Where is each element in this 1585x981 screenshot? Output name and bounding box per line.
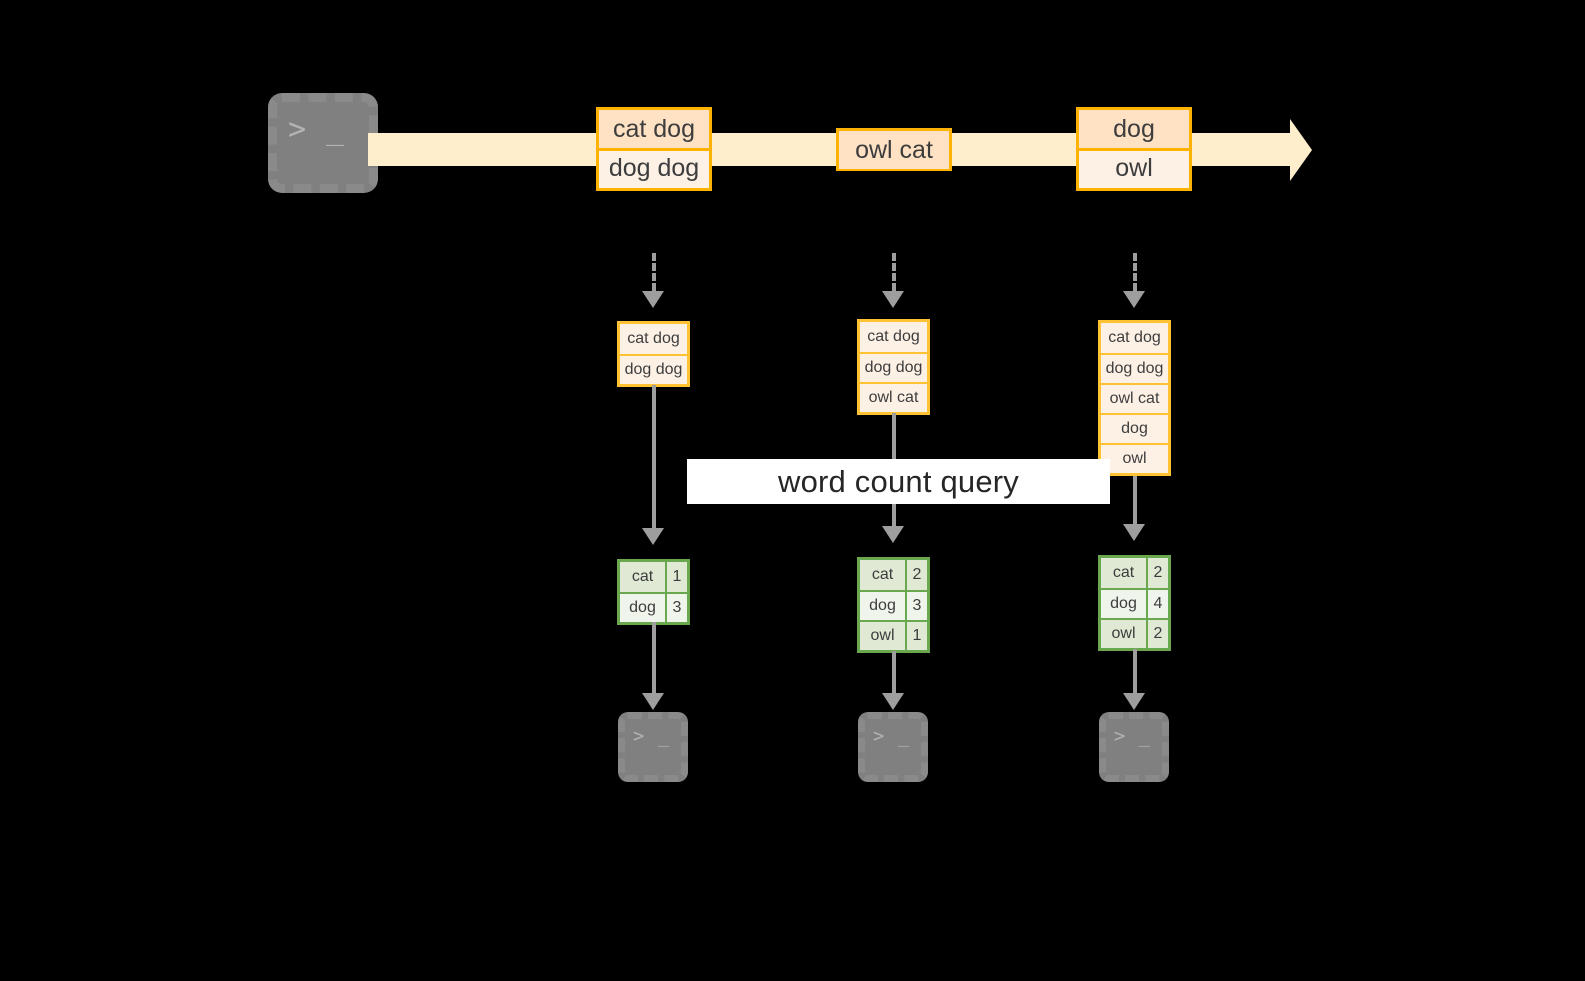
state-stack-2-row-1: cat dog bbox=[867, 328, 920, 345]
connector-arrowhead-1c bbox=[642, 693, 664, 710]
result-word: dog bbox=[860, 592, 905, 620]
stream-batch-1[interactable]: cat dog dog dog bbox=[596, 107, 712, 191]
result-count: 1 bbox=[905, 622, 927, 650]
result-table-1-row-1: cat 1 bbox=[620, 562, 687, 592]
state-stack-3[interactable]: cat dog dog dog owl cat dog owl bbox=[1098, 320, 1171, 476]
terminal-prompt-text: > _ bbox=[632, 724, 671, 747]
connector-arrowhead-2b bbox=[882, 526, 904, 543]
result-table-3-row-1: cat 2 bbox=[1101, 558, 1168, 588]
connector-dashed-2 bbox=[892, 253, 896, 291]
state-stack-3-row-5: owl bbox=[1101, 443, 1168, 473]
result-word: dog bbox=[1101, 590, 1146, 618]
result-count: 2 bbox=[905, 560, 927, 590]
result-word: owl bbox=[860, 622, 905, 650]
state-stack-1[interactable]: cat dog dog dog bbox=[617, 321, 690, 387]
source-terminal-icon[interactable]: > _ bbox=[268, 93, 378, 193]
result-table-3-row-3: owl 2 bbox=[1101, 618, 1168, 648]
result-table-2-row-2: dog 3 bbox=[860, 590, 927, 620]
state-stack-1-row-2: dog dog bbox=[620, 354, 687, 384]
result-count: 1 bbox=[665, 562, 687, 592]
result-word: cat bbox=[860, 560, 905, 590]
result-word: cat bbox=[1101, 558, 1146, 588]
sink-terminal-icon-1[interactable]: > _ bbox=[618, 712, 688, 782]
stream-batch-3[interactable]: dog owl bbox=[1076, 107, 1192, 191]
word-count-query-label: word count query bbox=[778, 463, 1019, 499]
state-stack-2[interactable]: cat dog dog dog owl cat bbox=[857, 319, 930, 415]
result-table-2-row-3: owl 1 bbox=[860, 620, 927, 650]
sink-terminal-icon-3[interactable]: > _ bbox=[1099, 712, 1169, 782]
state-stack-3-row-4: dog bbox=[1101, 413, 1168, 443]
result-word: dog bbox=[620, 594, 665, 622]
result-table-1[interactable]: cat 1 dog 3 bbox=[617, 559, 690, 625]
result-table-2[interactable]: cat 2 dog 3 owl 1 bbox=[857, 557, 930, 653]
connector-line-2c bbox=[892, 651, 896, 697]
result-count: 3 bbox=[905, 592, 927, 620]
result-table-1-row-2: dog 3 bbox=[620, 592, 687, 622]
stream-arrowhead bbox=[1290, 119, 1312, 181]
stream-batch-3-line-1: dog bbox=[1079, 110, 1189, 148]
state-stack-1-row-1: cat dog bbox=[627, 330, 680, 347]
terminal-prompt-text: > _ bbox=[288, 112, 346, 148]
state-stack-3-row-1: cat dog bbox=[1108, 329, 1161, 346]
connector-line-3b bbox=[1133, 476, 1137, 528]
result-count: 3 bbox=[665, 594, 687, 622]
stream-batch-3-line-2: owl bbox=[1079, 148, 1189, 186]
terminal-prompt-text: > _ bbox=[1113, 724, 1152, 747]
result-table-3[interactable]: cat 2 dog 4 owl 2 bbox=[1098, 555, 1171, 651]
connector-arrowhead-3c bbox=[1123, 693, 1145, 710]
result-table-2-row-1: cat 2 bbox=[860, 560, 927, 590]
state-stack-2-row-2: dog dog bbox=[860, 352, 927, 382]
state-stack-3-row-3: owl cat bbox=[1101, 383, 1168, 413]
connector-dashed-3 bbox=[1133, 253, 1137, 291]
sink-terminal-icon-2[interactable]: > _ bbox=[858, 712, 928, 782]
result-word: cat bbox=[620, 562, 665, 592]
result-count: 4 bbox=[1146, 590, 1168, 618]
stream-batch-2-line-1: owl cat bbox=[839, 131, 949, 169]
word-count-query-band[interactable]: word count query bbox=[687, 459, 1110, 504]
connector-arrowhead-1b bbox=[642, 528, 664, 545]
connector-arrowhead-3b bbox=[1123, 524, 1145, 541]
stream-batch-1-line-2: dog dog bbox=[599, 148, 709, 186]
result-count: 2 bbox=[1146, 558, 1168, 588]
result-word: owl bbox=[1101, 620, 1146, 648]
connector-arrowhead-2c bbox=[882, 693, 904, 710]
connector-arrowhead-2a bbox=[882, 291, 904, 308]
connector-line-1b bbox=[652, 385, 656, 532]
connector-dashed-1 bbox=[652, 253, 656, 291]
connector-arrowhead-1a bbox=[642, 291, 664, 308]
result-table-3-row-2: dog 4 bbox=[1101, 588, 1168, 618]
connector-line-3c bbox=[1133, 649, 1137, 697]
stream-batch-1-line-1: cat dog bbox=[599, 110, 709, 148]
terminal-prompt-text: > _ bbox=[872, 724, 911, 747]
connector-line-1c bbox=[652, 622, 656, 697]
result-count: 2 bbox=[1146, 620, 1168, 648]
state-stack-3-row-2: dog dog bbox=[1101, 353, 1168, 383]
stream-batch-2[interactable]: owl cat bbox=[836, 128, 952, 171]
state-stack-2-row-3: owl cat bbox=[860, 382, 927, 412]
connector-arrowhead-3a bbox=[1123, 291, 1145, 308]
